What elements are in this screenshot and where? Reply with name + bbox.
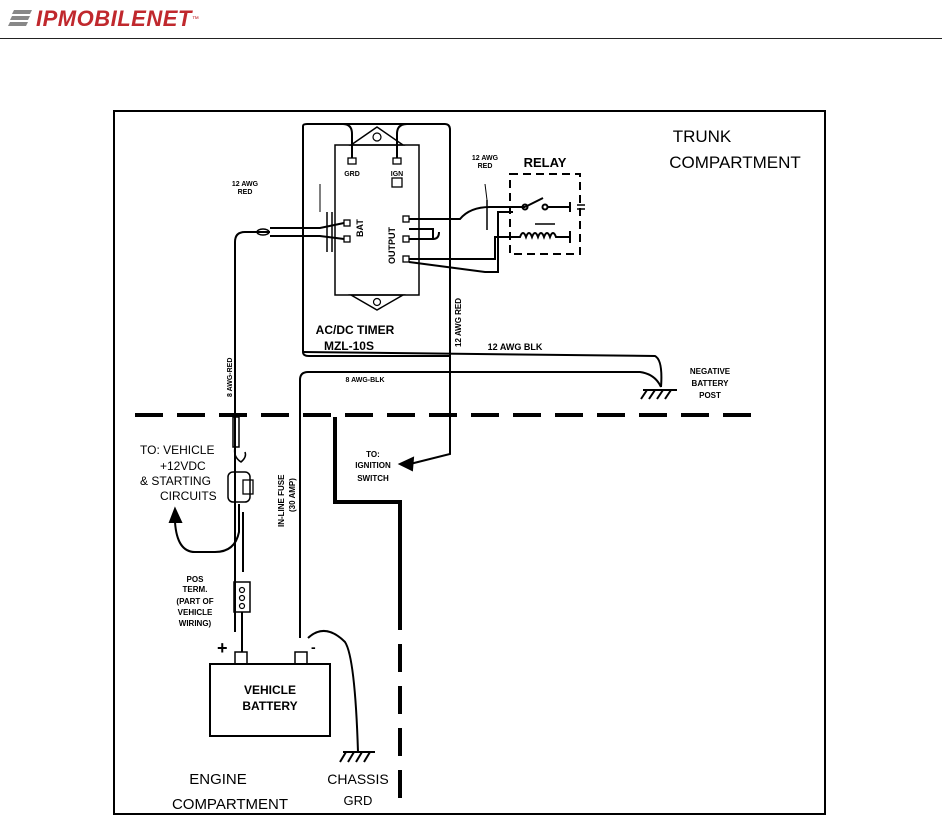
awg12-red-left-1: 12 AWG (232, 181, 259, 188)
awg12-red-vertical: 12 AWG RED (454, 298, 463, 347)
timer-label-1: AC/DC TIMER (316, 323, 395, 337)
output-terminal-label: OUTPUT (387, 227, 397, 265)
trunk-label-1: TRUNK (673, 127, 732, 146)
logo-trademark: ™ (191, 15, 199, 23)
timer-label-2: MZL-10S (324, 339, 374, 353)
timer-bottom-tab (348, 294, 406, 311)
engine-label-1: ENGINE (189, 771, 247, 788)
chassis-label-1: CHASSIS (327, 771, 388, 787)
awg12-red-left-2: RED (238, 189, 253, 196)
page-header: IPMOBILENET ™ (0, 0, 942, 40)
engine-label-2: COMPARTMENT (172, 796, 288, 813)
grd-terminal-label: GRD (344, 171, 360, 178)
logo-text: IPMOBILENET (36, 6, 192, 31)
pos-label-3: (PART OF (176, 597, 213, 606)
to-vehicle-label-1: TO: VEHICLE (140, 443, 214, 457)
awg8-blk-label: 8 AWG-BLK (345, 377, 384, 384)
wire-12awg-blk (302, 351, 663, 388)
trunk-label-2: COMPARTMENT (669, 153, 801, 172)
battery-label-1: VEHICLE (244, 683, 296, 697)
chassis-ground-wire (333, 417, 402, 602)
logo-stripes-icon (8, 10, 32, 26)
wire-8awg-blk (299, 371, 662, 638)
relay-box (509, 173, 581, 255)
bat-terminal-label: BAT (355, 219, 365, 237)
battery-label-2: BATTERY (242, 699, 297, 713)
wire-12awg-red-ignition (409, 252, 451, 465)
pos-terminal-block (233, 581, 251, 613)
pos-label-2: TERM. (183, 585, 208, 594)
battery-minus-label: - (311, 639, 316, 655)
wire-8awg-red (234, 231, 270, 632)
to-vehicle-label-2: +12VDC (160, 459, 206, 473)
pos-label-5: WIRING) (179, 619, 212, 628)
battery-plus-label: + (217, 638, 228, 658)
pos-label-4: VEHICLE (178, 608, 213, 617)
vehicle-battery (209, 663, 331, 737)
awg12-blk-label: 12 AWG BLK (488, 342, 543, 352)
to-ignition-label-3: SWITCH (357, 474, 389, 483)
wiring-diagram: TRUNK COMPARTMENT RELAY AC/DC TIMER MZL-… (135, 123, 801, 813)
awg12-red-right-2: RED (478, 163, 493, 170)
ign-terminal-label: IGN (391, 171, 403, 178)
relay-label: RELAY (524, 155, 567, 170)
fuse-label-2: (30 AMP) (288, 478, 297, 512)
pos-label-1: POS (187, 575, 205, 584)
fuse-label-1: IN-LINE FUSE (277, 474, 286, 527)
to-ignition-label-2: IGNITION (355, 461, 391, 470)
negative-post-label-1: NEGATIVE (690, 367, 731, 376)
negative-post-label-2: BATTERY (692, 379, 730, 388)
awg12-red-right-1: 12 AWG (472, 155, 499, 162)
ipmobilenet-logo: IPMOBILENET ™ (8, 6, 199, 32)
chassis-label-2: GRD (344, 793, 373, 808)
to-ignition-label-1: TO: (366, 450, 380, 459)
header-rule (0, 38, 942, 39)
awg8-red-label: 8 AWG-RED (227, 358, 234, 397)
wiring-diagram-frame: TRUNK COMPARTMENT RELAY AC/DC TIMER MZL-… (113, 110, 826, 815)
inline-fuse (227, 471, 251, 503)
to-vehicle-label-4: CIRCUITS (160, 489, 217, 503)
timer-top-tab (348, 126, 406, 146)
to-vehicle-label-3: & STARTING (140, 474, 211, 488)
negative-post-label-3: POST (699, 391, 721, 400)
